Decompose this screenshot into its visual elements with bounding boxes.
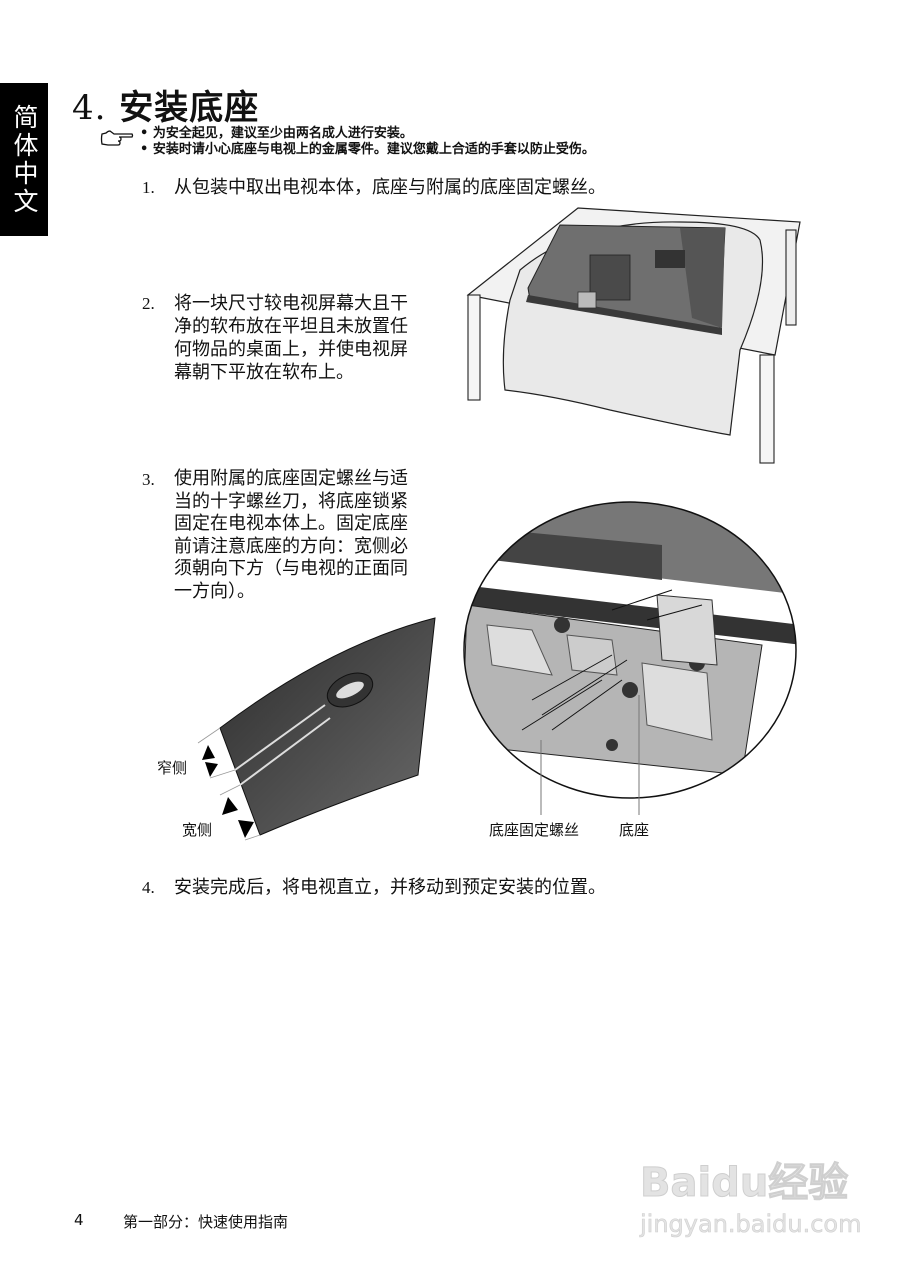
- step-2: 2. 将一块尺寸较电视屏幕大且干 净的软布放在平坦且未放置任 何物品的桌面上，并…: [142, 292, 462, 392]
- step-text-line: 须朝向下方（与电视的正面同: [174, 558, 408, 579]
- pointing-hand-icon: [100, 130, 134, 152]
- step-number: 4.: [142, 878, 155, 897]
- step-number: 3.: [142, 470, 155, 489]
- step-text-line: 一方向）。: [174, 580, 255, 602]
- watermark-brand: Baidu经验: [639, 1160, 849, 1207]
- watermark-url: jingyan.baidu.com: [640, 1210, 862, 1239]
- step-text-line: 使用附属的底座固定螺丝与适: [174, 468, 408, 489]
- section-title-text: 安装底座: [119, 88, 260, 128]
- step-text-line: 前请注意底座的方向：宽侧必: [174, 535, 408, 557]
- step-number: 2.: [142, 294, 155, 313]
- language-label: 简体中文: [10, 103, 39, 216]
- step-text-line: 幕朝下平放在软布上。: [174, 362, 354, 383]
- screw-label: 底座固定螺丝: [489, 821, 580, 839]
- section-number: 4.: [72, 88, 107, 128]
- step-number: 1.: [142, 178, 155, 197]
- step-text-line: 净的软布放在平坦且未放置任: [174, 316, 408, 337]
- language-side-tab: 简体中文: [0, 83, 48, 236]
- step-3: 3. 使用附属的底座固定螺丝与适 当的十字螺丝刀，将底座锁紧 固定在电视本体上。…: [142, 468, 462, 618]
- step-text-line: 固定在电视本体上。固定底座: [174, 513, 408, 534]
- baidu-watermark: Baidu经验 jingyan.baidu.com: [639, 1150, 862, 1239]
- tv-on-table-illustration: [460, 200, 810, 470]
- narrow-side-label: 窄侧: [157, 759, 188, 777]
- section-title: 4. 安装底座: [72, 80, 259, 129]
- stand-assembly-illustration: [462, 485, 802, 815]
- page-number: 4: [74, 1211, 84, 1229]
- stand-base-illustration: [150, 610, 440, 845]
- step-text-line: 将一块尺寸较电视屏幕大且干: [174, 293, 408, 314]
- note-item: • 安装时请小心底座与电视上的金属零件。建议您戴上合适的手套以防止受伤。: [140, 142, 595, 157]
- step-1: 1. 从包装中取出电视本体，底座与附属的底座固定螺丝。: [142, 176, 702, 200]
- step-text: 安装完成后，将电视直立，并移动到预定安装的位置。: [174, 877, 606, 898]
- safety-notes: • 为安全起见，建议至少由两名成人进行安装。 • 安装时请小心底座与电视上的金属…: [140, 126, 595, 158]
- step-4: 4. 安装完成后，将电视直立，并移动到预定安装的位置。: [142, 876, 742, 900]
- footer-section-title: 第一部分：快速使用指南: [123, 1213, 289, 1231]
- step-text: 从包装中取出电视本体，底座与附属的底座固定螺丝。: [174, 177, 606, 198]
- step-text-line: 何物品的桌面上，并使电视屏: [174, 339, 408, 360]
- note-item: • 为安全起见，建议至少由两名成人进行安装。: [140, 126, 413, 141]
- wide-side-label: 宽侧: [182, 821, 213, 839]
- base-label: 底座: [619, 821, 650, 839]
- step-text-line: 当的十字螺丝刀，将底座锁紧: [174, 490, 408, 512]
